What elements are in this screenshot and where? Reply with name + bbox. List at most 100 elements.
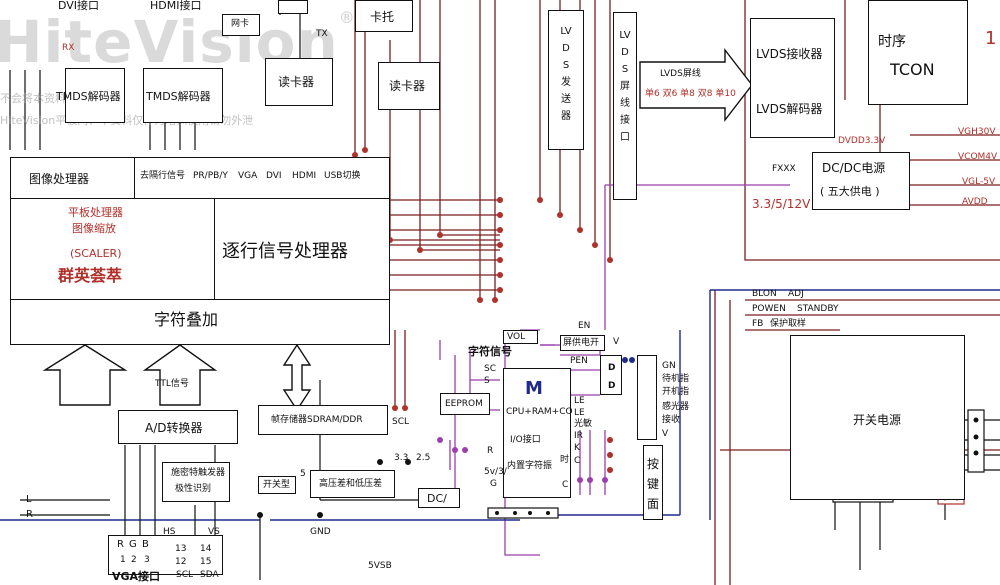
switch-type-box: 开关型 bbox=[258, 476, 296, 494]
vga-g: G bbox=[129, 539, 137, 550]
c2-label: C bbox=[562, 480, 569, 490]
r-pin-label: R bbox=[487, 446, 494, 456]
vga-pin-12: 12 bbox=[175, 557, 187, 567]
tcon-name: TCON bbox=[890, 60, 935, 79]
arrow-lvds bbox=[639, 47, 753, 123]
rx-label: RX bbox=[62, 43, 75, 53]
ttl-label: TTL信号 bbox=[155, 379, 189, 389]
control-dots bbox=[257, 357, 635, 518]
k-label: K bbox=[574, 443, 580, 453]
scaler-line-3: (SCALER) bbox=[70, 247, 122, 260]
lvds-receiver-box bbox=[750, 18, 835, 138]
card-reader-left: 读卡器 bbox=[265, 58, 333, 106]
scaler-line-2: 图像缩放 bbox=[72, 222, 116, 235]
hdmi-port-label: HDMI接口 bbox=[150, 0, 202, 12]
le2-label: LE bbox=[574, 408, 585, 418]
led-sensor-label: 感光器 bbox=[662, 402, 690, 412]
vin-label: 3.3/5/12V bbox=[752, 197, 811, 211]
lvds-receiver-label: LVDS接收器 bbox=[756, 47, 823, 61]
lvds-cable-label: LVDS屏线 bbox=[660, 69, 701, 79]
c-label: C bbox=[574, 456, 581, 466]
image-processor-title-cell: 图像处理器 bbox=[10, 157, 135, 199]
pen-label: PEN bbox=[570, 356, 588, 366]
blue-power-wires bbox=[0, 289, 1000, 521]
schmitt-box: 施密特触发器 极性识别 bbox=[162, 462, 230, 502]
tmds-decoder-right: TMDS解码器 bbox=[143, 68, 223, 123]
signal-arrows bbox=[42, 47, 753, 412]
input-dvi: DVI bbox=[266, 171, 282, 181]
lvds-transmitter-box: LVDS发送器 bbox=[548, 10, 584, 150]
mcu-io: I/O接口 bbox=[510, 435, 541, 445]
vga-r: R bbox=[117, 539, 124, 550]
en-label: EN bbox=[578, 321, 591, 331]
osd-cell: 字符叠加 bbox=[10, 299, 390, 345]
dcdc-power-box bbox=[812, 152, 910, 210]
switching-psu-box: 开关电源 bbox=[790, 335, 965, 500]
dd-box: D D bbox=[600, 355, 622, 395]
v3-label: 5v/3/ bbox=[484, 467, 507, 477]
adj-label: ADJ bbox=[788, 289, 804, 299]
vga-port-name: VGA接口 bbox=[112, 570, 161, 583]
dcdc-out-vgh: VGH30V bbox=[958, 127, 996, 137]
mcu-letter: M bbox=[525, 378, 543, 399]
vga-sda: SDA bbox=[200, 570, 219, 580]
input-switch-cell bbox=[134, 157, 390, 199]
input-deinterlace: 去隔行信号 bbox=[140, 171, 186, 181]
arrow-up-2 bbox=[142, 344, 218, 406]
gnd-label: GND bbox=[310, 527, 331, 537]
g-pin-label: G bbox=[490, 479, 497, 489]
led-v-label: V bbox=[662, 429, 669, 439]
fb-label: FB bbox=[752, 319, 764, 329]
vga-vs: VS bbox=[208, 527, 220, 537]
tmds-decoder-left: TMDS解码器 bbox=[56, 68, 125, 123]
power-switch-box: 屏供电开 bbox=[560, 335, 605, 351]
dvi-port-label: DVI接口 bbox=[58, 0, 100, 12]
standby-label: STANDBY bbox=[797, 304, 839, 314]
vga-connector bbox=[108, 535, 223, 575]
tx-label: TX bbox=[316, 29, 328, 39]
dcdc-title: DC/DC电源 bbox=[822, 161, 886, 175]
regulator-box: 高压差和低压差 bbox=[310, 470, 395, 498]
vga-pin-1: 1 bbox=[120, 555, 126, 565]
dvdd-label: DVDD3.3V bbox=[838, 136, 886, 146]
scaler-line-1: 平板处理器 bbox=[68, 206, 123, 219]
le1-label: LE bbox=[574, 396, 585, 406]
ad-converter-box: A/D转换器 bbox=[118, 410, 238, 444]
scl-label: SCL bbox=[392, 417, 410, 427]
mcu-box bbox=[503, 368, 571, 498]
ir-label: IR bbox=[574, 431, 583, 441]
input-prpby: PR/PB/Y bbox=[193, 171, 228, 181]
protect-label: 保护取样 bbox=[770, 319, 807, 329]
dcdc-out-avdd: AVDD bbox=[962, 197, 988, 207]
card-holder-box: 卡托 bbox=[355, 0, 413, 32]
light-sensor-label: 光敏 bbox=[574, 419, 593, 429]
vga-pin-2: 2 bbox=[131, 555, 137, 565]
arrow-bidir bbox=[282, 343, 312, 412]
v25-label: 2.5 bbox=[416, 453, 431, 463]
audio-l-label: L bbox=[26, 494, 32, 505]
vga-hs: HS bbox=[163, 527, 176, 537]
blon-label: BLON bbox=[752, 289, 777, 299]
vga-b: B bbox=[142, 539, 149, 550]
fxxx-label: FXXX bbox=[772, 164, 796, 174]
network-box: 网卡 bbox=[222, 14, 260, 36]
vga-pin-14: 14 bbox=[200, 544, 212, 554]
led-power-label: 开机指 bbox=[662, 387, 690, 397]
vga-pin-13: 13 bbox=[175, 544, 187, 554]
keypad-box: 按键面 bbox=[643, 445, 663, 520]
audio-r-label: R bbox=[26, 509, 33, 520]
dc-box: DC/ bbox=[418, 488, 460, 508]
tx-connector bbox=[278, 0, 308, 14]
mcu-osc: 内置字符振 bbox=[507, 461, 553, 471]
led-standby-label: 待机指 bbox=[662, 374, 690, 384]
dcdc-sub: ( 五大供电 ) bbox=[820, 185, 880, 198]
dcdc-out-vgl: VGL-5V bbox=[962, 177, 996, 187]
tcon-digit: 1 bbox=[985, 28, 997, 49]
sc-label: SC bbox=[484, 364, 496, 374]
led-panel bbox=[637, 355, 657, 440]
card-reader-right: 读卡器 bbox=[378, 62, 440, 110]
mcu-core: CPU+RAM+CO bbox=[506, 407, 573, 417]
vga-pin-3: 3 bbox=[144, 555, 150, 565]
arrow-up-1 bbox=[42, 344, 128, 406]
vga-pin-15: 15 bbox=[200, 557, 212, 567]
